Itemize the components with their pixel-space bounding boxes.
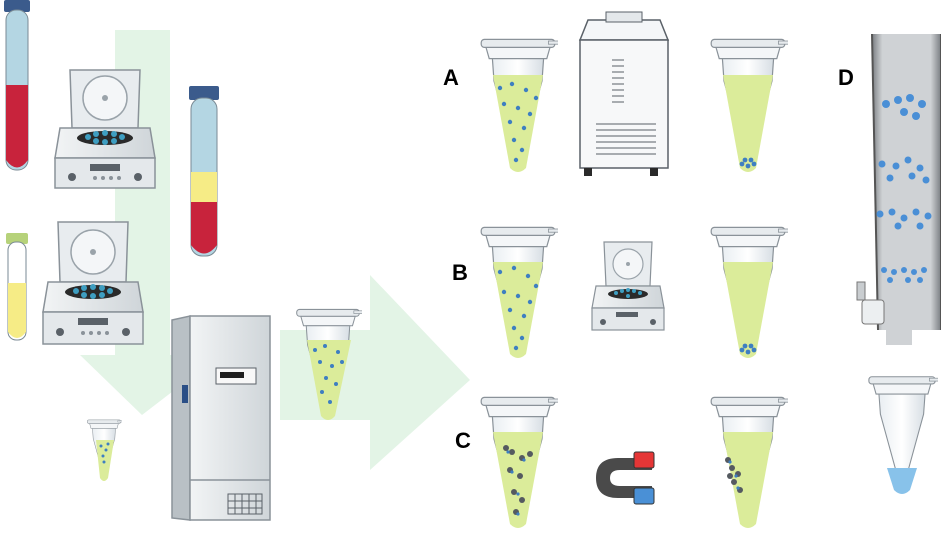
panel-label-a: A xyxy=(443,65,459,90)
chromatography-column xyxy=(856,33,941,345)
centrifuge xyxy=(42,221,144,345)
microtube xyxy=(710,226,788,358)
microtube xyxy=(480,226,558,358)
microtube xyxy=(710,396,788,528)
blood-tube xyxy=(4,0,30,171)
microtube xyxy=(868,376,938,494)
microtube xyxy=(480,396,558,528)
green-arrow-right xyxy=(280,275,470,470)
serum-tube xyxy=(6,233,28,341)
ultracentrifuge xyxy=(578,11,670,176)
microtube xyxy=(296,308,362,420)
horseshoe-magnet xyxy=(596,451,655,505)
centrifuge xyxy=(591,241,665,331)
panel-label-d: D xyxy=(838,65,854,90)
microtube xyxy=(480,38,558,172)
centrifuge xyxy=(54,69,156,189)
microtube xyxy=(710,38,788,172)
panel-label-c: C xyxy=(455,428,471,453)
microtube xyxy=(87,419,122,481)
panel-label-b: B xyxy=(452,260,468,285)
separated-blood-tube xyxy=(189,86,219,257)
freezer xyxy=(171,315,271,521)
